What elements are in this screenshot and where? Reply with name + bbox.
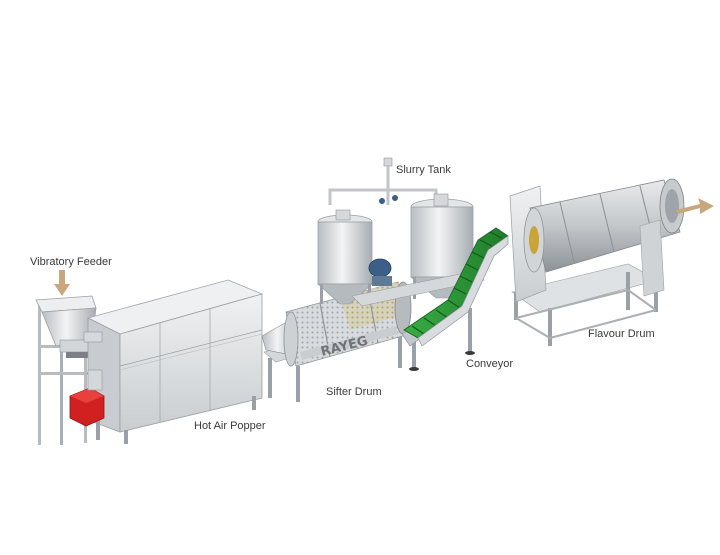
flavour-drum [509, 178, 714, 346]
output-arrow-icon [676, 198, 714, 214]
conveyor [401, 227, 509, 371]
label-vibratory-feeder: Vibratory Feeder [30, 256, 112, 268]
label-sifter-drum: Sifter Drum [326, 386, 382, 398]
slurry-tanks [317, 157, 485, 307]
label-conveyor: Conveyor [466, 358, 514, 370]
label-flavour-drum: Flavour Drum [588, 328, 655, 340]
vibratory-feeder [35, 270, 105, 445]
feed-arrow-icon [54, 270, 70, 296]
label-hot-air-popper: Hot Air Popper [194, 420, 266, 432]
label-slurry-tank: Slurry Tank [396, 164, 451, 176]
hot-air-popper [69, 279, 264, 444]
